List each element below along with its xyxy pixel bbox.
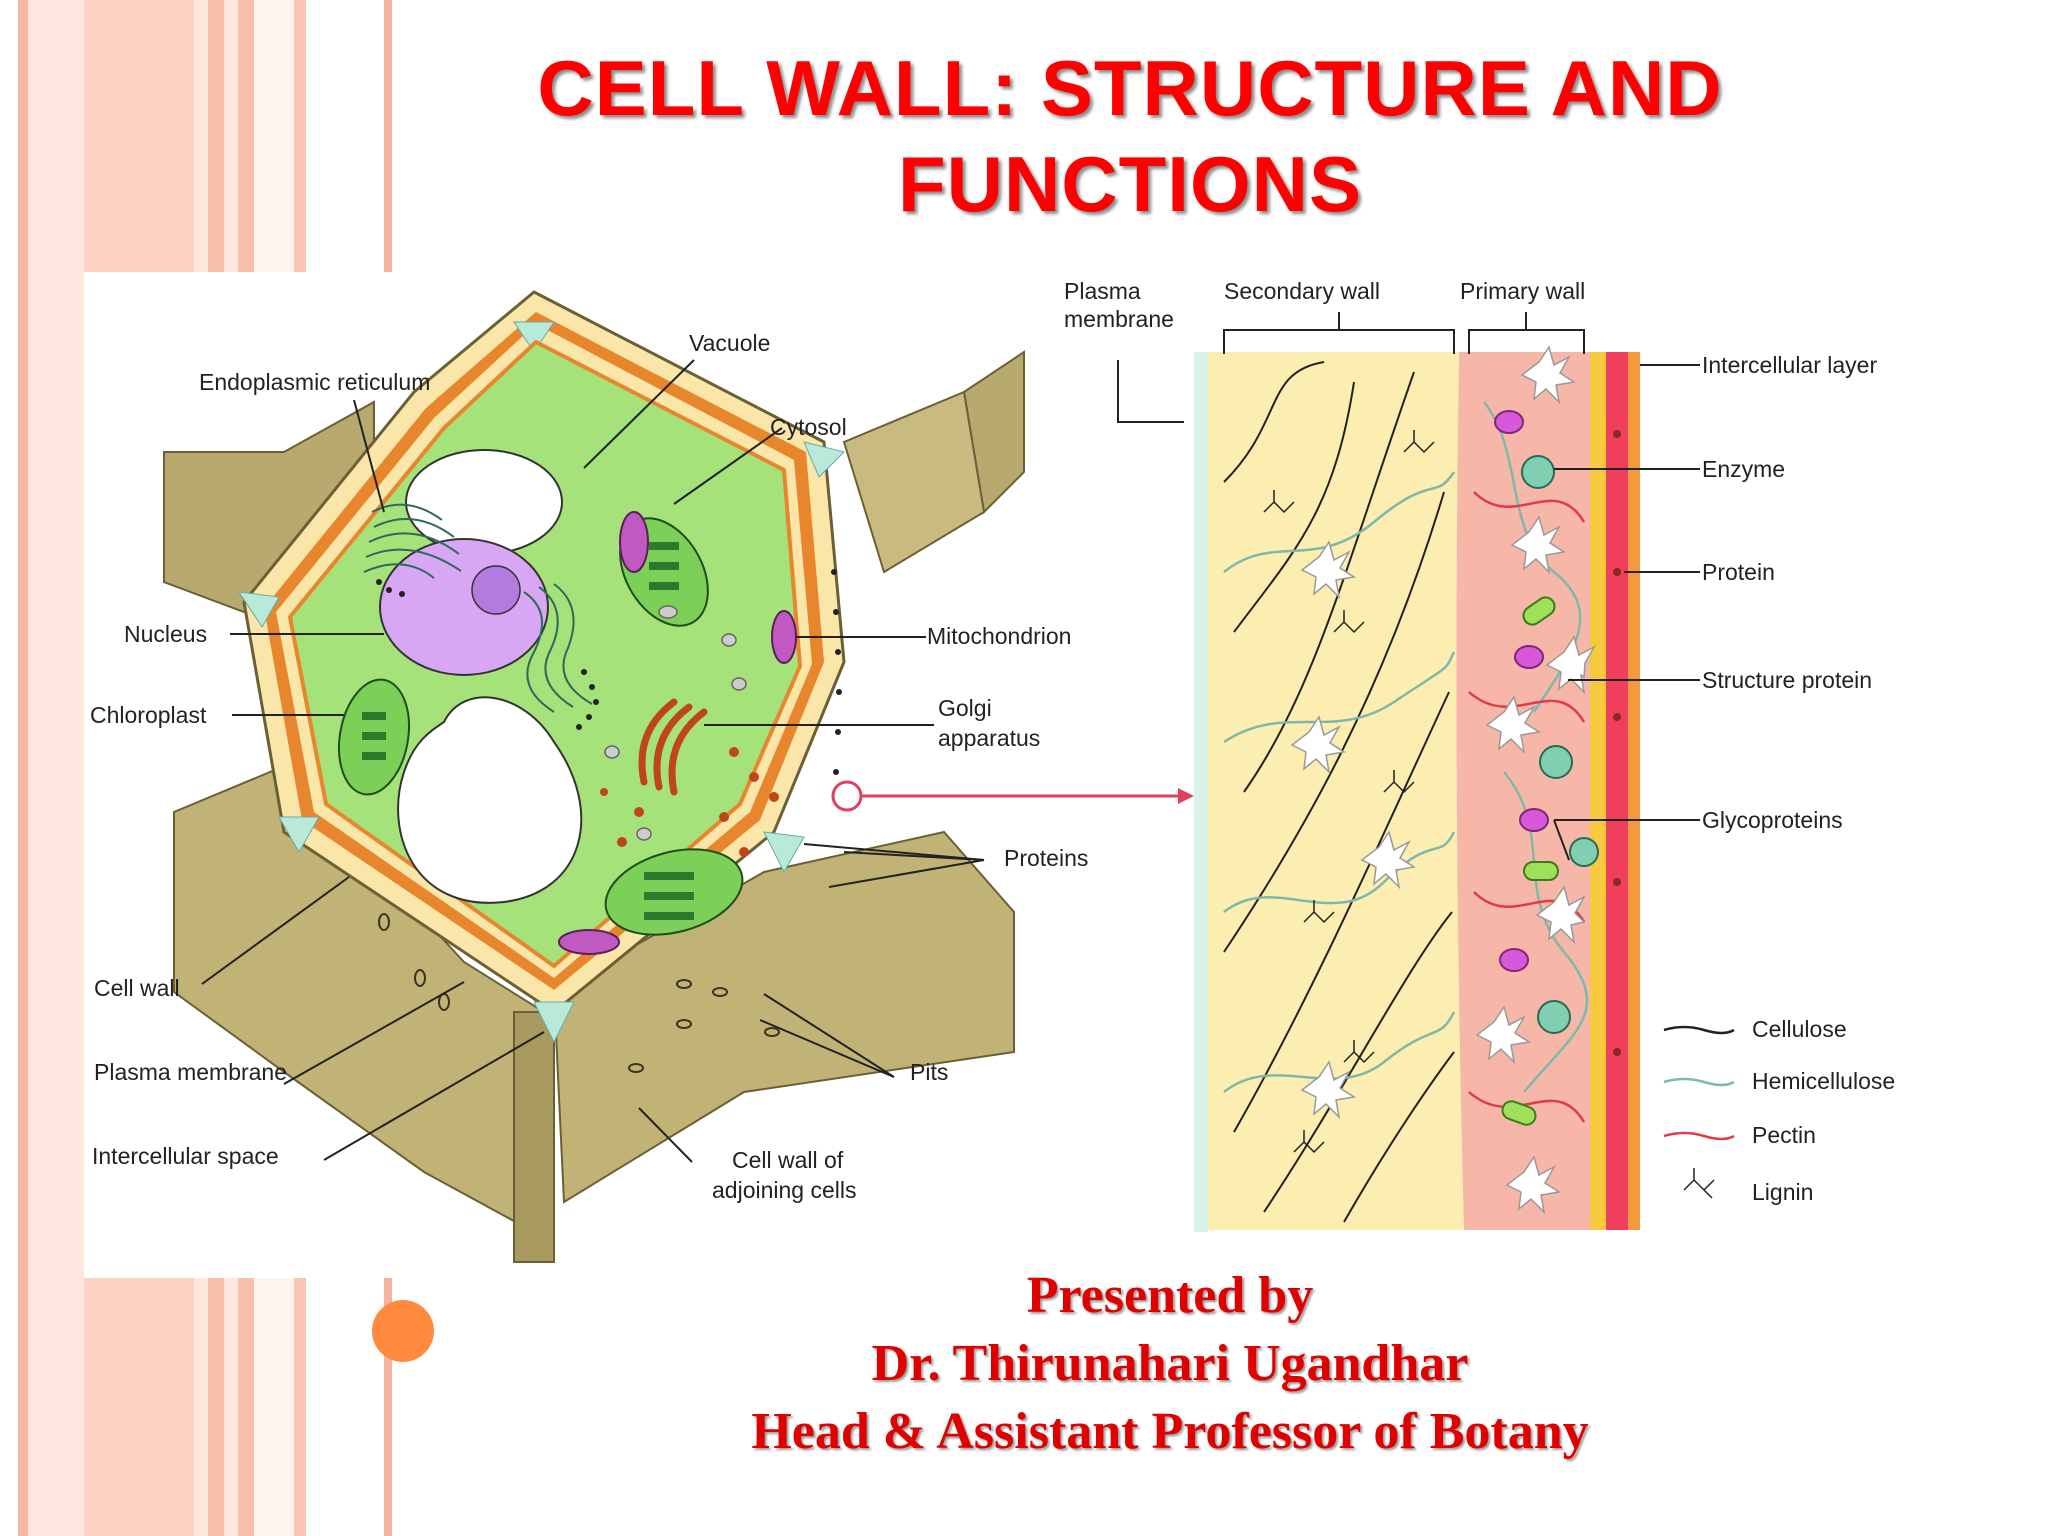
presenter-credit: Presented by Dr. Thirunahari Ugandhar He…	[640, 1262, 1700, 1466]
legend-swatch-lignin	[1683, 1168, 1715, 1199]
legend-lignin: Lignin	[1752, 1179, 1813, 1205]
label-secondary-wall: Secondary wall	[1224, 278, 1380, 304]
figure-svg: Vacuole Endoplasmic reticulum Cytosol Nu…	[90, 278, 1895, 1263]
label-plasma-membrane-wall-line1: Plasma	[1064, 278, 1141, 304]
label-plasma-membrane-wall-line2: membrane	[1064, 306, 1174, 332]
wall-section-diagram: Plasma membrane Secondary wall Primary w…	[1064, 278, 1895, 1232]
presenter-title: Head & Assistant Professor of Botany	[751, 1403, 1589, 1460]
label-intercellular-layer: Intercellular layer	[1702, 352, 1877, 378]
label-glycoproteins: Glycoproteins	[1702, 807, 1843, 833]
label-golgi-line2: apparatus	[938, 725, 1040, 751]
legend-pectin: Pectin	[1752, 1122, 1816, 1148]
label-proteins: Proteins	[1004, 845, 1088, 871]
label-adjoining-line1: Cell wall of	[732, 1147, 844, 1173]
slide-title: CELL WALL: STRUCTURE AND FUNCTIONS	[380, 40, 1880, 232]
legend-hemicellulose: Hemicellulose	[1752, 1068, 1895, 1094]
slide-title-line2: FUNCTIONS	[898, 140, 1362, 228]
label-nucleus: Nucleus	[124, 621, 207, 647]
decor-stripe	[18, 0, 28, 1536]
decor-stripe	[0, 0, 18, 1536]
label-vacuole: Vacuole	[689, 330, 770, 356]
label-mitochondrion: Mitochondrion	[927, 623, 1071, 649]
label-endoplasmic-reticulum: Endoplasmic reticulum	[199, 369, 430, 395]
label-intercellular-space: Intercellular space	[92, 1143, 279, 1169]
legend-swatch-cellulose	[1663, 1025, 1735, 1035]
legend-swatch-pectin	[1663, 1131, 1735, 1141]
label-plasma-membrane: Plasma membrane	[94, 1059, 287, 1085]
label-structure-protein: Structure protein	[1702, 667, 1872, 693]
label-golgi-line1: Golgi	[938, 695, 992, 721]
cell-wall-figure: Vacuole Endoplasmic reticulum Cytosol Nu…	[84, 272, 2014, 1278]
label-protein: Protein	[1702, 559, 1775, 585]
presenter-line1: Presented by	[1026, 1267, 1314, 1324]
label-cell-wall: Cell wall	[94, 975, 180, 1001]
label-adjoining-line2: adjoining cells	[712, 1177, 856, 1203]
legend-swatch-hemicellulose	[1663, 1077, 1735, 1087]
label-cytosol: Cytosol	[770, 414, 847, 440]
label-chloroplast: Chloroplast	[90, 702, 207, 728]
label-primary-wall: Primary wall	[1460, 278, 1585, 304]
legend-cellulose: Cellulose	[1752, 1016, 1847, 1042]
label-pits: Pits	[910, 1059, 948, 1085]
bullet-dot	[372, 1300, 434, 1362]
wall-legend: Cellulose Hemicellulose Pectin Lignin	[1663, 1016, 1895, 1205]
plant-cell-diagram: Vacuole Endoplasmic reticulum Cytosol Nu…	[90, 290, 1194, 1263]
label-enzyme: Enzyme	[1702, 456, 1785, 482]
presenter-name: Dr. Thirunahari Ugandhar	[871, 1335, 1469, 1392]
decor-stripe	[28, 0, 84, 1536]
slide-title-line1: CELL WALL: STRUCTURE AND	[537, 44, 1723, 132]
